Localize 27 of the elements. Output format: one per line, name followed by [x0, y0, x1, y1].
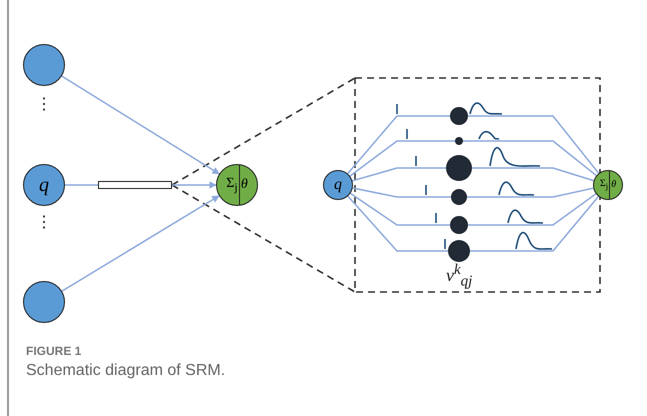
node-label: Σ$_{j}$ [226, 176, 238, 194]
neuron-circle [323, 170, 353, 200]
node-label: q [39, 175, 49, 195]
connection-line [347, 115, 600, 174]
connection-line [62, 195, 220, 292]
connection-line [352, 187, 594, 198]
neuron-circle [23, 44, 65, 86]
connection-line [61, 75, 220, 175]
ellipsis-mark: ⋮ [36, 96, 52, 114]
neuron-circle [23, 281, 65, 323]
connection-line [350, 140, 597, 177]
connection-line [172, 181, 217, 189]
node-label: θ [240, 178, 248, 192]
figure-caption: Schematic diagram of SRM. [26, 362, 226, 380]
neuron-circle [23, 164, 65, 206]
connection-line [350, 192, 596, 226]
figure-number: FIGURE 1 [26, 345, 82, 358]
delay-bar [98, 181, 172, 189]
node-label: θ [611, 180, 616, 190]
connection-line [65, 184, 98, 186]
neuron-circle [593, 170, 623, 200]
connection-line [352, 167, 594, 182]
node-label: q [334, 177, 342, 193]
node-label: Σ$_{j}$ [600, 178, 608, 192]
connection-line [347, 196, 599, 252]
neuron-circle [216, 164, 258, 206]
ellipsis-mark: ⋮ [36, 214, 52, 232]
